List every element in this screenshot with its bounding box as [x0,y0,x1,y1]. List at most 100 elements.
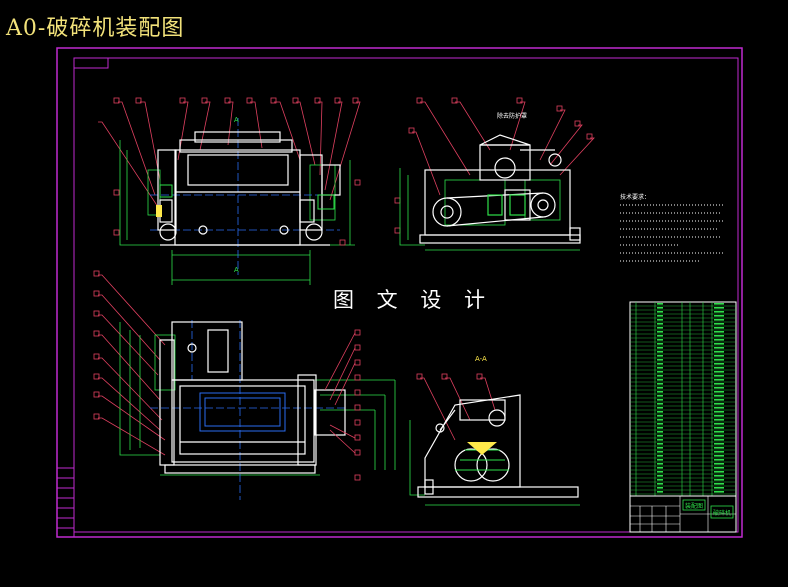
bom-entry-mark [657,335,663,337]
bom-entry-mark [714,399,724,401]
bom-entry-mark [714,311,724,313]
bom-entry-mark [714,475,724,477]
bom-entry-mark [657,467,663,469]
bom-entry-mark [714,451,724,453]
bom-entry-mark [714,471,724,473]
bom-entry-mark [714,411,724,413]
bom-entry-mark [714,339,724,341]
bom-entry-mark [657,463,663,465]
bom-entry-mark [714,307,724,309]
technical-requirements [620,204,725,262]
bom-entry-mark [657,451,663,453]
front-view: A A [98,97,361,285]
bom-entry-mark [714,351,724,353]
bom-entry-mark [714,431,724,433]
top-view [93,270,396,500]
bom-entry-mark [657,371,663,373]
bom-entry-mark [714,387,724,389]
bom-entry-mark [714,459,724,461]
svg-text:装配图: 装配图 [685,502,703,510]
bom-entry-mark [714,371,724,373]
drawing-title: A0-破碎机装配图 [6,16,185,41]
bom-entry-mark [657,431,663,433]
bom-entry-mark [714,395,724,397]
bom-entry-mark [714,323,724,325]
bom-entry-mark [714,491,724,493]
bom-entry-mark [657,319,663,321]
bom-entry-mark [657,379,663,381]
bom-entry-mark [714,467,724,469]
bom-entry-mark [657,403,663,405]
bom-entry-mark [714,319,724,321]
bom-entry-mark [714,343,724,345]
bom-entry-mark [714,347,724,349]
bom-entry-mark [714,379,724,381]
bom-entry-mark [714,331,724,333]
bom-entry-mark [657,311,663,313]
bom-entry-mark [657,355,663,357]
bom-entry-mark [657,363,663,365]
bom-entry-mark [657,447,663,449]
bom-entry-mark [657,359,663,361]
bom-entry-mark [657,415,663,417]
bom-entry-mark [657,315,663,317]
bom-entry-mark [657,303,663,305]
bom-entry-mark [657,427,663,429]
bom-entry-mark [657,383,663,385]
bom-entry-mark [714,403,724,405]
section-label: A-A [475,355,487,363]
bom-entry-mark [714,427,724,429]
bom-entry-mark [714,479,724,481]
bom-entry-mark [657,339,663,341]
bom-entry-mark [714,447,724,449]
bom-entry-mark [714,455,724,457]
bom-entry-mark [657,375,663,377]
bom-entry-mark [714,487,724,489]
bom-entry-mark [714,303,724,305]
bom-entry-mark [714,419,724,421]
bom-entry-mark [657,423,663,425]
bom-entry-mark [714,407,724,409]
bom-entry-mark [714,335,724,337]
section-a-a-view [409,373,580,506]
svg-text:除去防护罩: 除去防护罩 [497,112,527,120]
bom-entry-mark [657,387,663,389]
bom-entry-mark [714,327,724,329]
bom-entry-mark [657,475,663,477]
bom-entry-mark [657,419,663,421]
bom-entry-mark [657,411,663,413]
bom-entry-mark [714,375,724,377]
bom-entry-mark [714,363,724,365]
bill-of-materials-table [629,301,737,497]
bom-entry-mark [714,439,724,441]
bom-entry-mark [657,483,663,485]
bom-entry-mark [657,471,663,473]
bom-entry-mark [714,423,724,425]
bom-entry-mark [657,479,663,481]
bom-entry-mark [714,315,724,317]
bom-entry-mark [657,327,663,329]
drawing-frame [56,47,743,538]
bom-entry-mark [714,483,724,485]
bom-entry-mark [657,455,663,457]
svg-text:A: A [234,267,239,274]
title-block: 装配图 破碎机 [629,495,737,533]
bom-entry-mark [714,355,724,357]
bom-entry-mark [657,351,663,353]
bom-entry-mark [714,415,724,417]
bom-entry-mark [714,391,724,393]
bom-entry-mark [657,391,663,393]
bom-entry-mark [657,459,663,461]
bom-entry-mark [714,383,724,385]
bom-entry-mark [657,395,663,397]
bom-entry-mark [657,443,663,445]
bom-entry-mark [657,491,663,493]
bom-entry-mark [657,323,663,325]
side-view: 除去防护罩 [394,97,595,251]
bom-entry-mark [657,331,663,333]
bom-entry-mark [657,439,663,441]
svg-text:破碎机: 破碎机 [713,509,731,517]
bom-entry-mark [657,435,663,437]
bom-entry-mark [714,359,724,361]
